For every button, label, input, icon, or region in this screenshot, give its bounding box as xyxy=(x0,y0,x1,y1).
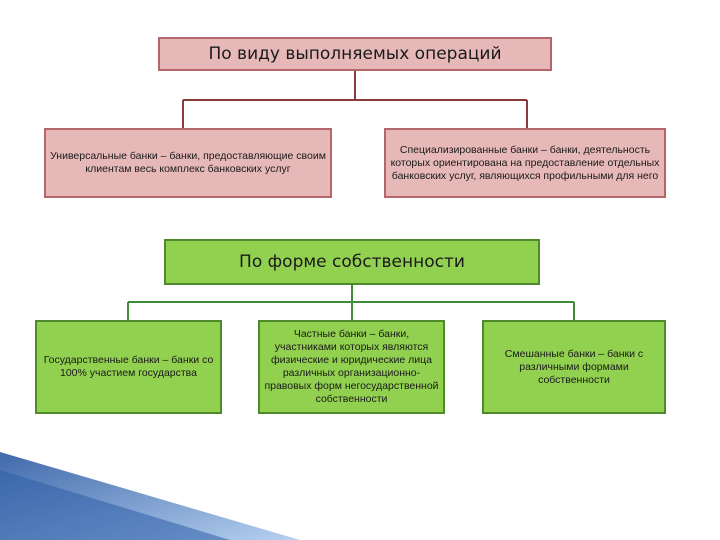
specialized-banks-box: Специализированные банки – банки, деятел… xyxy=(384,128,666,198)
state-banks-box: Государственные банки – банки со 100% уч… xyxy=(35,320,222,414)
operations-heading-box: По виду выполняемых операций xyxy=(158,37,552,71)
ownership-heading-box: По форме собственности xyxy=(164,239,540,285)
state-banks-text: Государственные банки – банки со 100% уч… xyxy=(40,354,217,380)
mixed-banks-text: Смешанные банки – банки с различными фор… xyxy=(487,348,661,387)
operations-heading: По виду выполняемых операций xyxy=(208,44,501,64)
ownership-heading: По форме собственности xyxy=(239,252,465,272)
mixed-banks-box: Смешанные банки – банки с различными фор… xyxy=(482,320,666,414)
specialized-banks-text: Специализированные банки – банки, деятел… xyxy=(389,144,661,183)
universal-banks-box: Универсальные банки – банки, предоставля… xyxy=(44,128,332,198)
private-banks-text: Частные банки – банки, участниками котор… xyxy=(263,328,440,406)
universal-banks-text: Универсальные банки – банки, предоставля… xyxy=(49,150,327,176)
private-banks-box: Частные банки – банки, участниками котор… xyxy=(258,320,445,414)
